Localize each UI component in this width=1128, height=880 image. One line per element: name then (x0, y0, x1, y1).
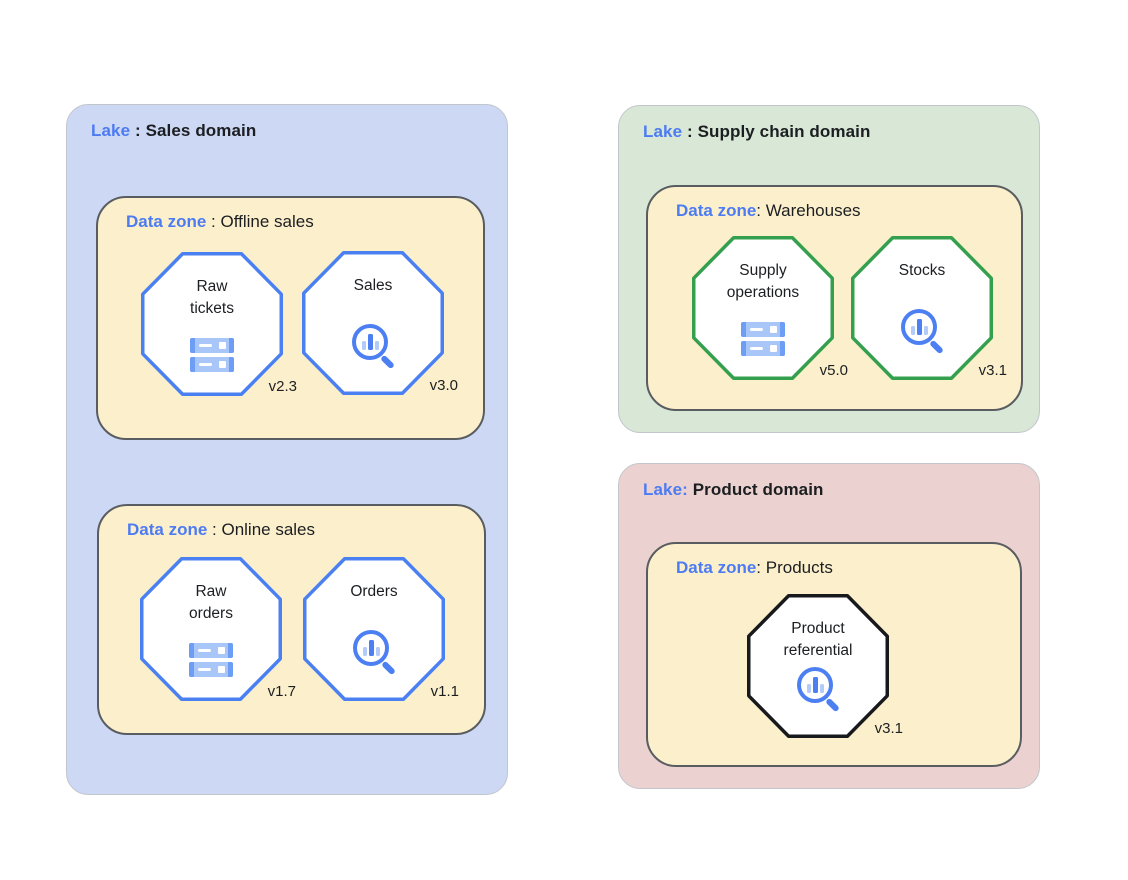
asset-label: Sales (353, 277, 393, 294)
asset-version: v3.1 (978, 362, 1007, 379)
zone-title: Data zone: Warehouses (676, 201, 861, 221)
server-stack-icon (189, 643, 233, 677)
lake-name: : Sales domain (130, 121, 257, 140)
asset-version: v3.0 (429, 377, 458, 394)
lake-product-domain: Lake: Product domain Data zone: Products… (618, 463, 1040, 789)
octagon-outline (747, 594, 889, 738)
zone-title: Data zone: Products (676, 558, 833, 578)
search-analytics-icon (900, 308, 946, 358)
asset-label: Raw orders (189, 583, 233, 623)
zone-title: Data zone : Online sales (127, 520, 315, 540)
lake-title: Lake : Supply chain domain (643, 122, 870, 142)
octagon-outline (302, 251, 444, 395)
server-stack-icon (190, 338, 234, 372)
octagon-outline (692, 236, 834, 380)
lake-label: Lake (643, 122, 683, 141)
zone-label: Data zone (676, 201, 757, 220)
asset-stocks: Stocks v3.1 (851, 236, 1007, 380)
asset-label: Product referential (783, 620, 853, 660)
search-analytics-icon (352, 629, 398, 679)
asset-raw-tickets: Raw tickets v2.3 (141, 252, 297, 396)
asset-label: Supply operations (726, 262, 800, 302)
zone-online-sales: Data zone : Online sales Raw orders v1.7… (97, 504, 486, 735)
asset-version: v3.1 (874, 720, 903, 737)
asset-sales: Sales v3.0 (302, 251, 458, 395)
search-analytics-icon (351, 323, 397, 373)
asset-label: Stocks (898, 262, 946, 279)
asset-label: Raw tickets (190, 278, 234, 318)
zone-name: : Offline sales (206, 212, 314, 231)
zone-label: Data zone (676, 558, 757, 577)
server-stack-icon (741, 322, 785, 356)
asset-label: Orders (350, 583, 398, 600)
octagon-outline (303, 557, 445, 701)
asset-version: v1.1 (430, 683, 459, 700)
lake-title: Lake : Sales domain (91, 121, 256, 141)
lake-label: Lake: (643, 480, 688, 499)
asset-supply-operations: Supply operations v5.0 (692, 236, 848, 380)
asset-version: v2.3 (268, 378, 297, 395)
lake-sales-domain: Lake : Sales domain Data zone : Offline … (66, 104, 508, 795)
zone-name: : Warehouses (756, 201, 861, 220)
octagon-outline (141, 252, 283, 396)
zone-label: Data zone (127, 520, 208, 539)
lake-supply-chain-domain: Lake : Supply chain domain Data zone: Wa… (618, 105, 1040, 433)
zone-offline-sales: Data zone : Offline sales Raw tickets v2… (96, 196, 485, 440)
lake-name: : Supply chain domain (682, 122, 871, 141)
octagon-outline (851, 236, 993, 380)
lake-label: Lake (91, 121, 131, 140)
lake-title: Lake: Product domain (643, 480, 824, 500)
octagon-outline (140, 557, 282, 701)
lake-name: Product domain (687, 480, 824, 499)
zone-title: Data zone : Offline sales (126, 212, 314, 232)
zone-warehouses: Data zone: Warehouses Supply operations … (646, 185, 1023, 411)
asset-version: v5.0 (819, 362, 848, 379)
zone-name: : Products (756, 558, 833, 577)
zone-label: Data zone (126, 212, 207, 231)
zone-products: Data zone: Products Product referential … (646, 542, 1022, 767)
asset-orders: Orders v1.1 (303, 557, 459, 701)
search-analytics-icon (796, 666, 842, 716)
asset-raw-orders: Raw orders v1.7 (140, 557, 296, 701)
asset-version: v1.7 (267, 683, 296, 700)
zone-name: : Online sales (207, 520, 316, 539)
asset-product-referential: Product referential v3.1 (747, 594, 903, 738)
